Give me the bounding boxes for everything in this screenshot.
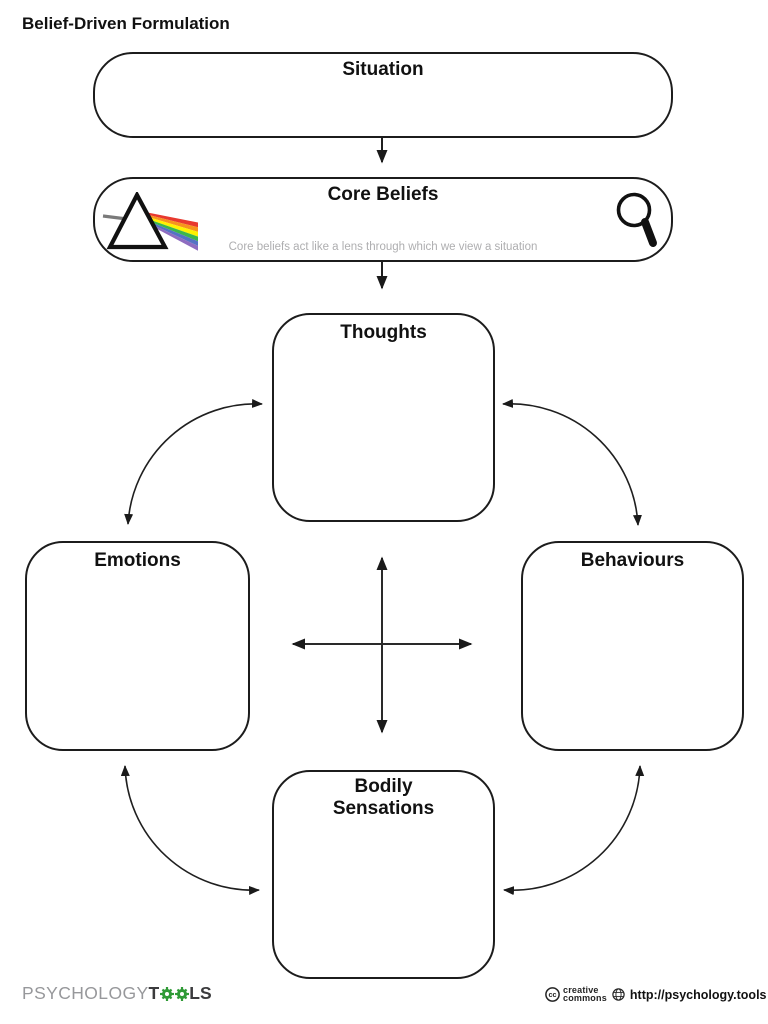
gear-icon	[160, 987, 175, 1001]
prism-icon	[101, 190, 201, 257]
cc-icon: cc	[545, 987, 560, 1002]
arrow-emotions-bodily-sensations	[120, 765, 260, 895]
gear-icon	[175, 987, 190, 1001]
svg-text:cc: cc	[549, 990, 557, 999]
emotions-box: Emotions	[25, 541, 250, 751]
emotions-label: Emotions	[94, 550, 181, 571]
arrow-behaviours-bodily-sensations	[503, 765, 645, 896]
prism-triangle	[106, 190, 169, 250]
psychology-tools-logo: PSYCHOLOGY T	[22, 983, 212, 1004]
brand-psychology-text: PSYCHOLOGY	[22, 983, 149, 1003]
license-row: cc creative commons http://psychology.to…	[545, 986, 767, 1002]
arrow-thoughts-behaviours	[502, 398, 642, 526]
bodily-sensations-box: Bodily Sensations	[272, 770, 495, 979]
core-beliefs-caption: Core beliefs act like a lens through whi…	[228, 241, 538, 253]
thoughts-label: Thoughts	[340, 322, 427, 343]
core-beliefs-label: Core Beliefs	[327, 184, 439, 205]
bodily-sensations-label: Bodily Sensations	[332, 776, 435, 819]
creative-commons-logo: cc creative commons	[545, 986, 607, 1002]
arrow-emotions-thoughts	[124, 399, 263, 525]
situation-box: Situation	[93, 52, 673, 138]
core-beliefs-box: Core Beliefs Core beliefs act like a len…	[93, 177, 673, 262]
magnifying-glass-icon	[611, 192, 659, 255]
behaviours-label: Behaviours	[580, 550, 685, 571]
page-title: Belief-Driven Formulation	[22, 14, 230, 33]
thoughts-box: Thoughts	[272, 313, 495, 522]
behaviours-box: Behaviours	[521, 541, 744, 751]
brand-tools-text: T	[148, 983, 212, 1003]
globe-icon	[612, 988, 625, 1001]
website-url[interactable]: http://psychology.tools	[629, 987, 767, 1002]
situation-label: Situation	[342, 59, 424, 80]
